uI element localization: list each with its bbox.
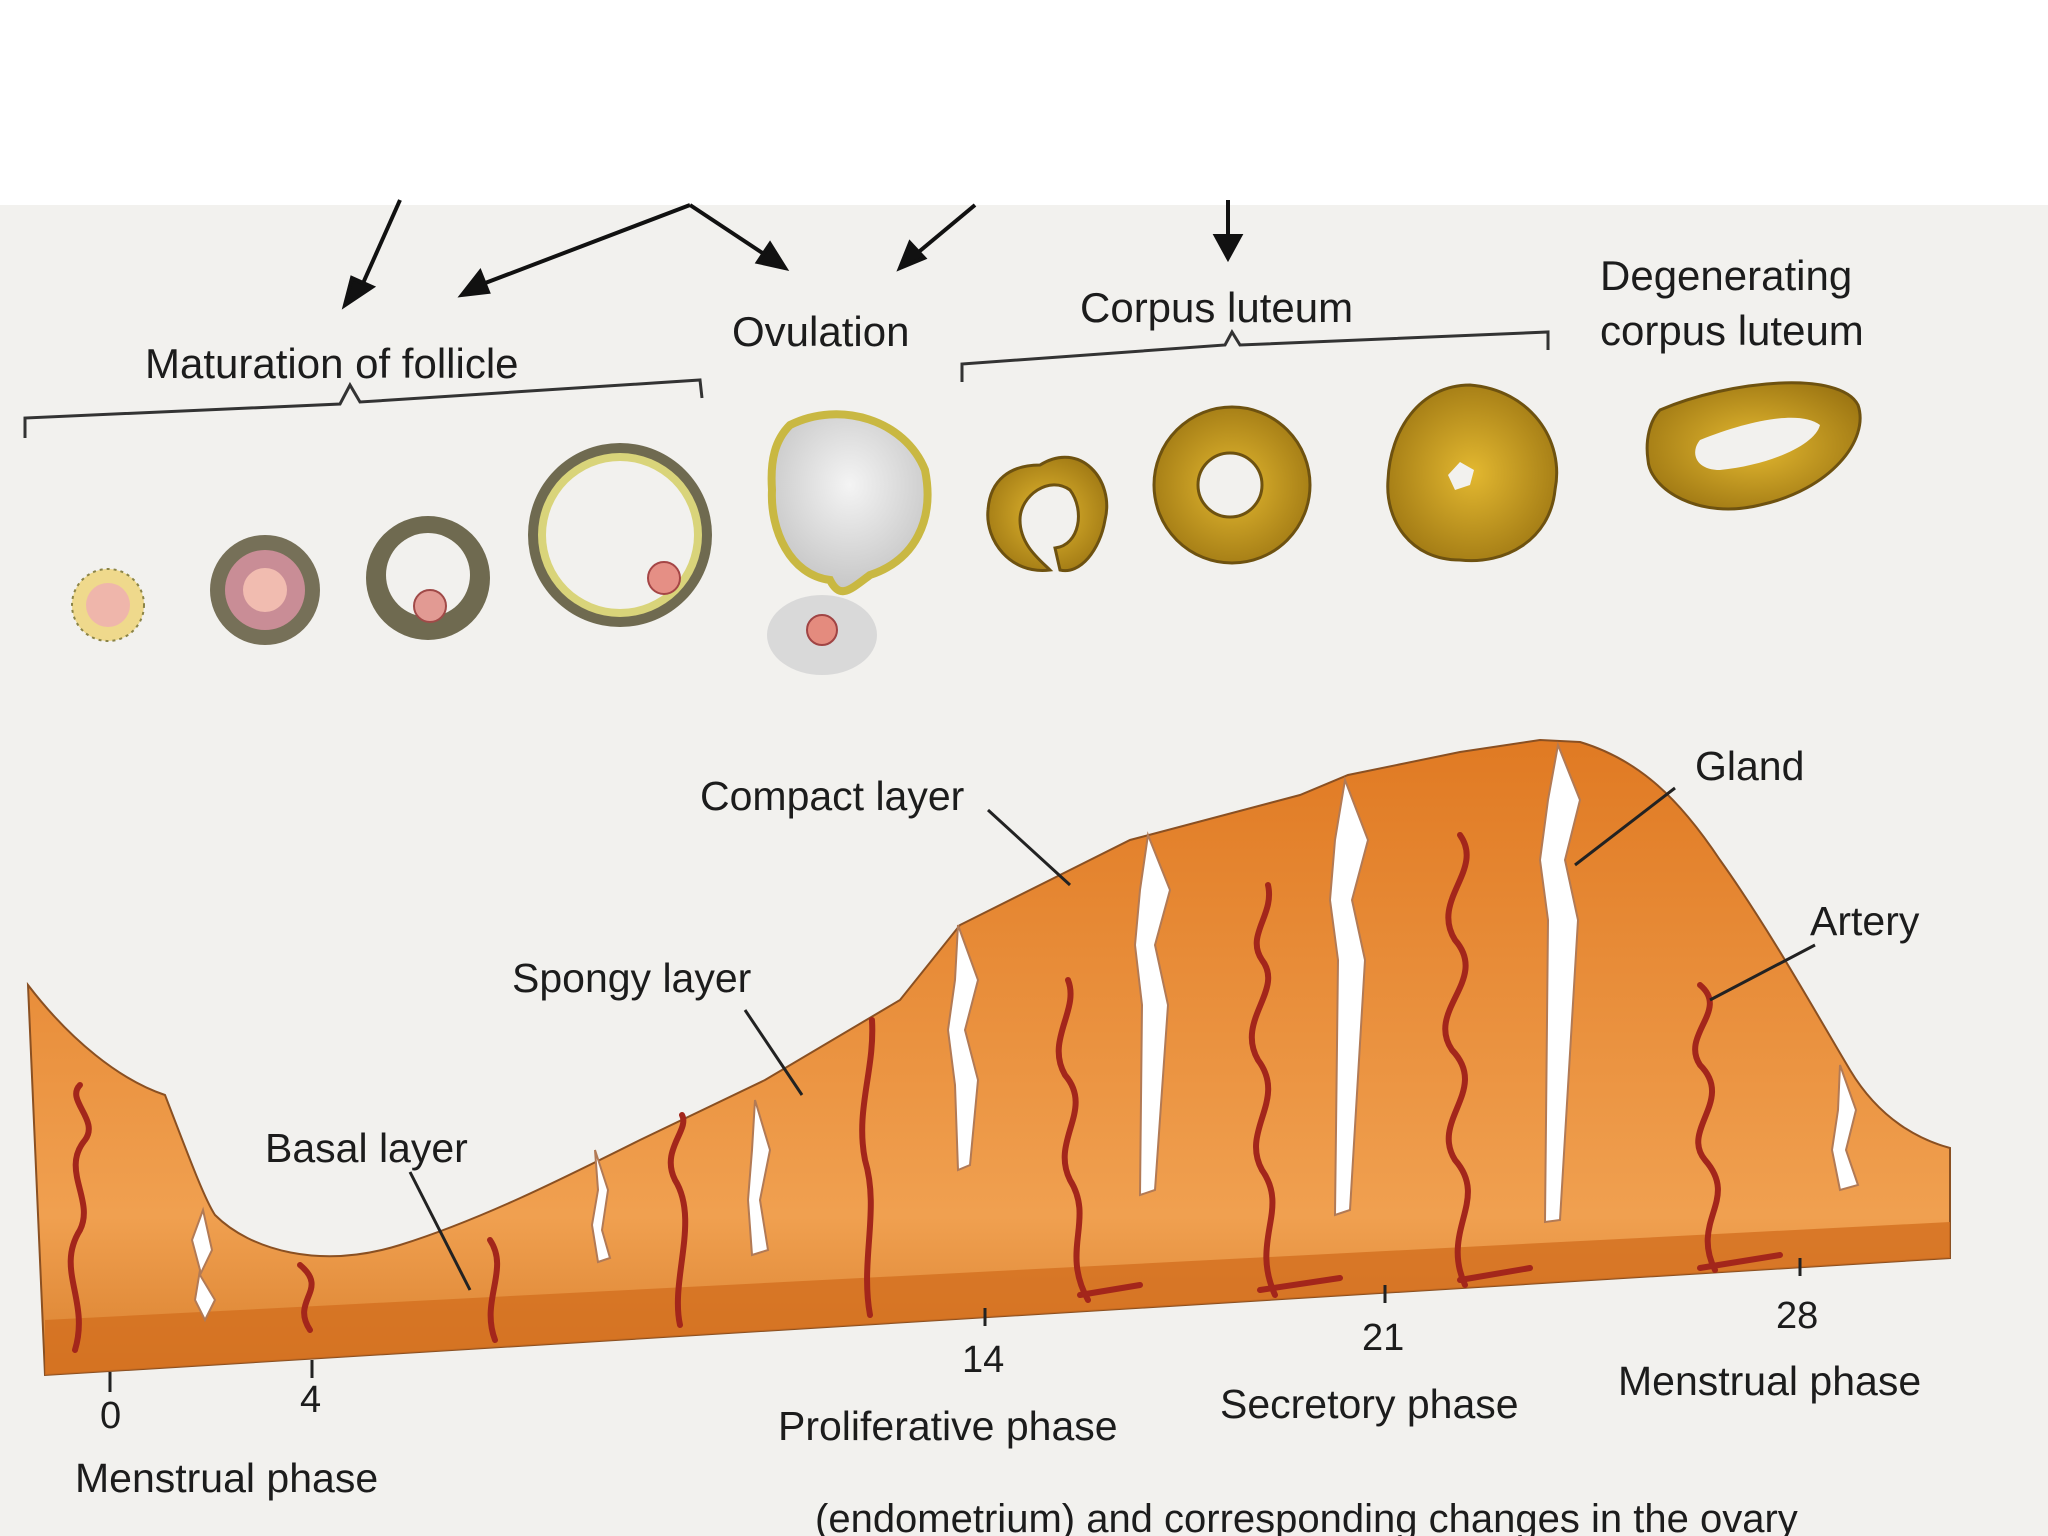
follicle-stage-3 xyxy=(366,516,490,640)
proliferative-phase-label: Proliferative phase xyxy=(778,1403,1118,1449)
secretory-phase-label: Secretory phase xyxy=(1220,1381,1519,1427)
day-14-label: 14 xyxy=(962,1339,1004,1381)
basal-layer-label: Basal layer xyxy=(265,1125,468,1171)
endometrium-section xyxy=(26,738,1951,1377)
leader-lines xyxy=(408,786,1816,1291)
menstrual-phase-start-label: Menstrual phase xyxy=(75,1455,378,1501)
corpus-luteum-stage-3 xyxy=(1386,383,1559,563)
figure-caption: (endometrium) and corresponding changes … xyxy=(815,1497,1798,1536)
corpus-luteum-stage-2 xyxy=(1152,405,1312,565)
day-ticks xyxy=(108,1258,1802,1392)
spongy-layer-label: Spongy layer xyxy=(512,955,751,1001)
gland-label: Gland xyxy=(1695,743,1804,789)
corpus-luteum-stage-1 xyxy=(986,455,1109,573)
day-4-label: 4 xyxy=(300,1379,321,1421)
follicle-stage-1 xyxy=(71,568,145,642)
follicle-stage-4 xyxy=(528,443,712,627)
brackets xyxy=(23,328,1550,438)
compact-layer-label: Compact layer xyxy=(700,773,964,819)
artery-label: Artery xyxy=(1810,898,1920,944)
menstrual-phase-end-label: Menstrual phase xyxy=(1618,1358,1921,1404)
ovulation-follicle xyxy=(767,410,932,675)
degenerating-label-line2: corpus luteum xyxy=(1600,307,1864,354)
corpus-luteum-label: Corpus luteum xyxy=(1080,284,1353,331)
pointer-arrows xyxy=(341,199,1244,310)
arteries xyxy=(67,832,1783,1353)
day-0-label: 0 xyxy=(100,1395,121,1437)
day-28-label: 28 xyxy=(1776,1295,1818,1337)
degenerating-label-line1: Degenerating xyxy=(1600,252,1852,299)
glands xyxy=(190,741,1860,1323)
day-21-label: 21 xyxy=(1362,1317,1404,1359)
degenerating-corpus-luteum xyxy=(1645,381,1862,511)
follicle-stage-2 xyxy=(210,535,320,645)
maturation-of-follicle-label: Maturation of follicle xyxy=(145,340,519,387)
ovulation-label: Ovulation xyxy=(732,308,909,355)
